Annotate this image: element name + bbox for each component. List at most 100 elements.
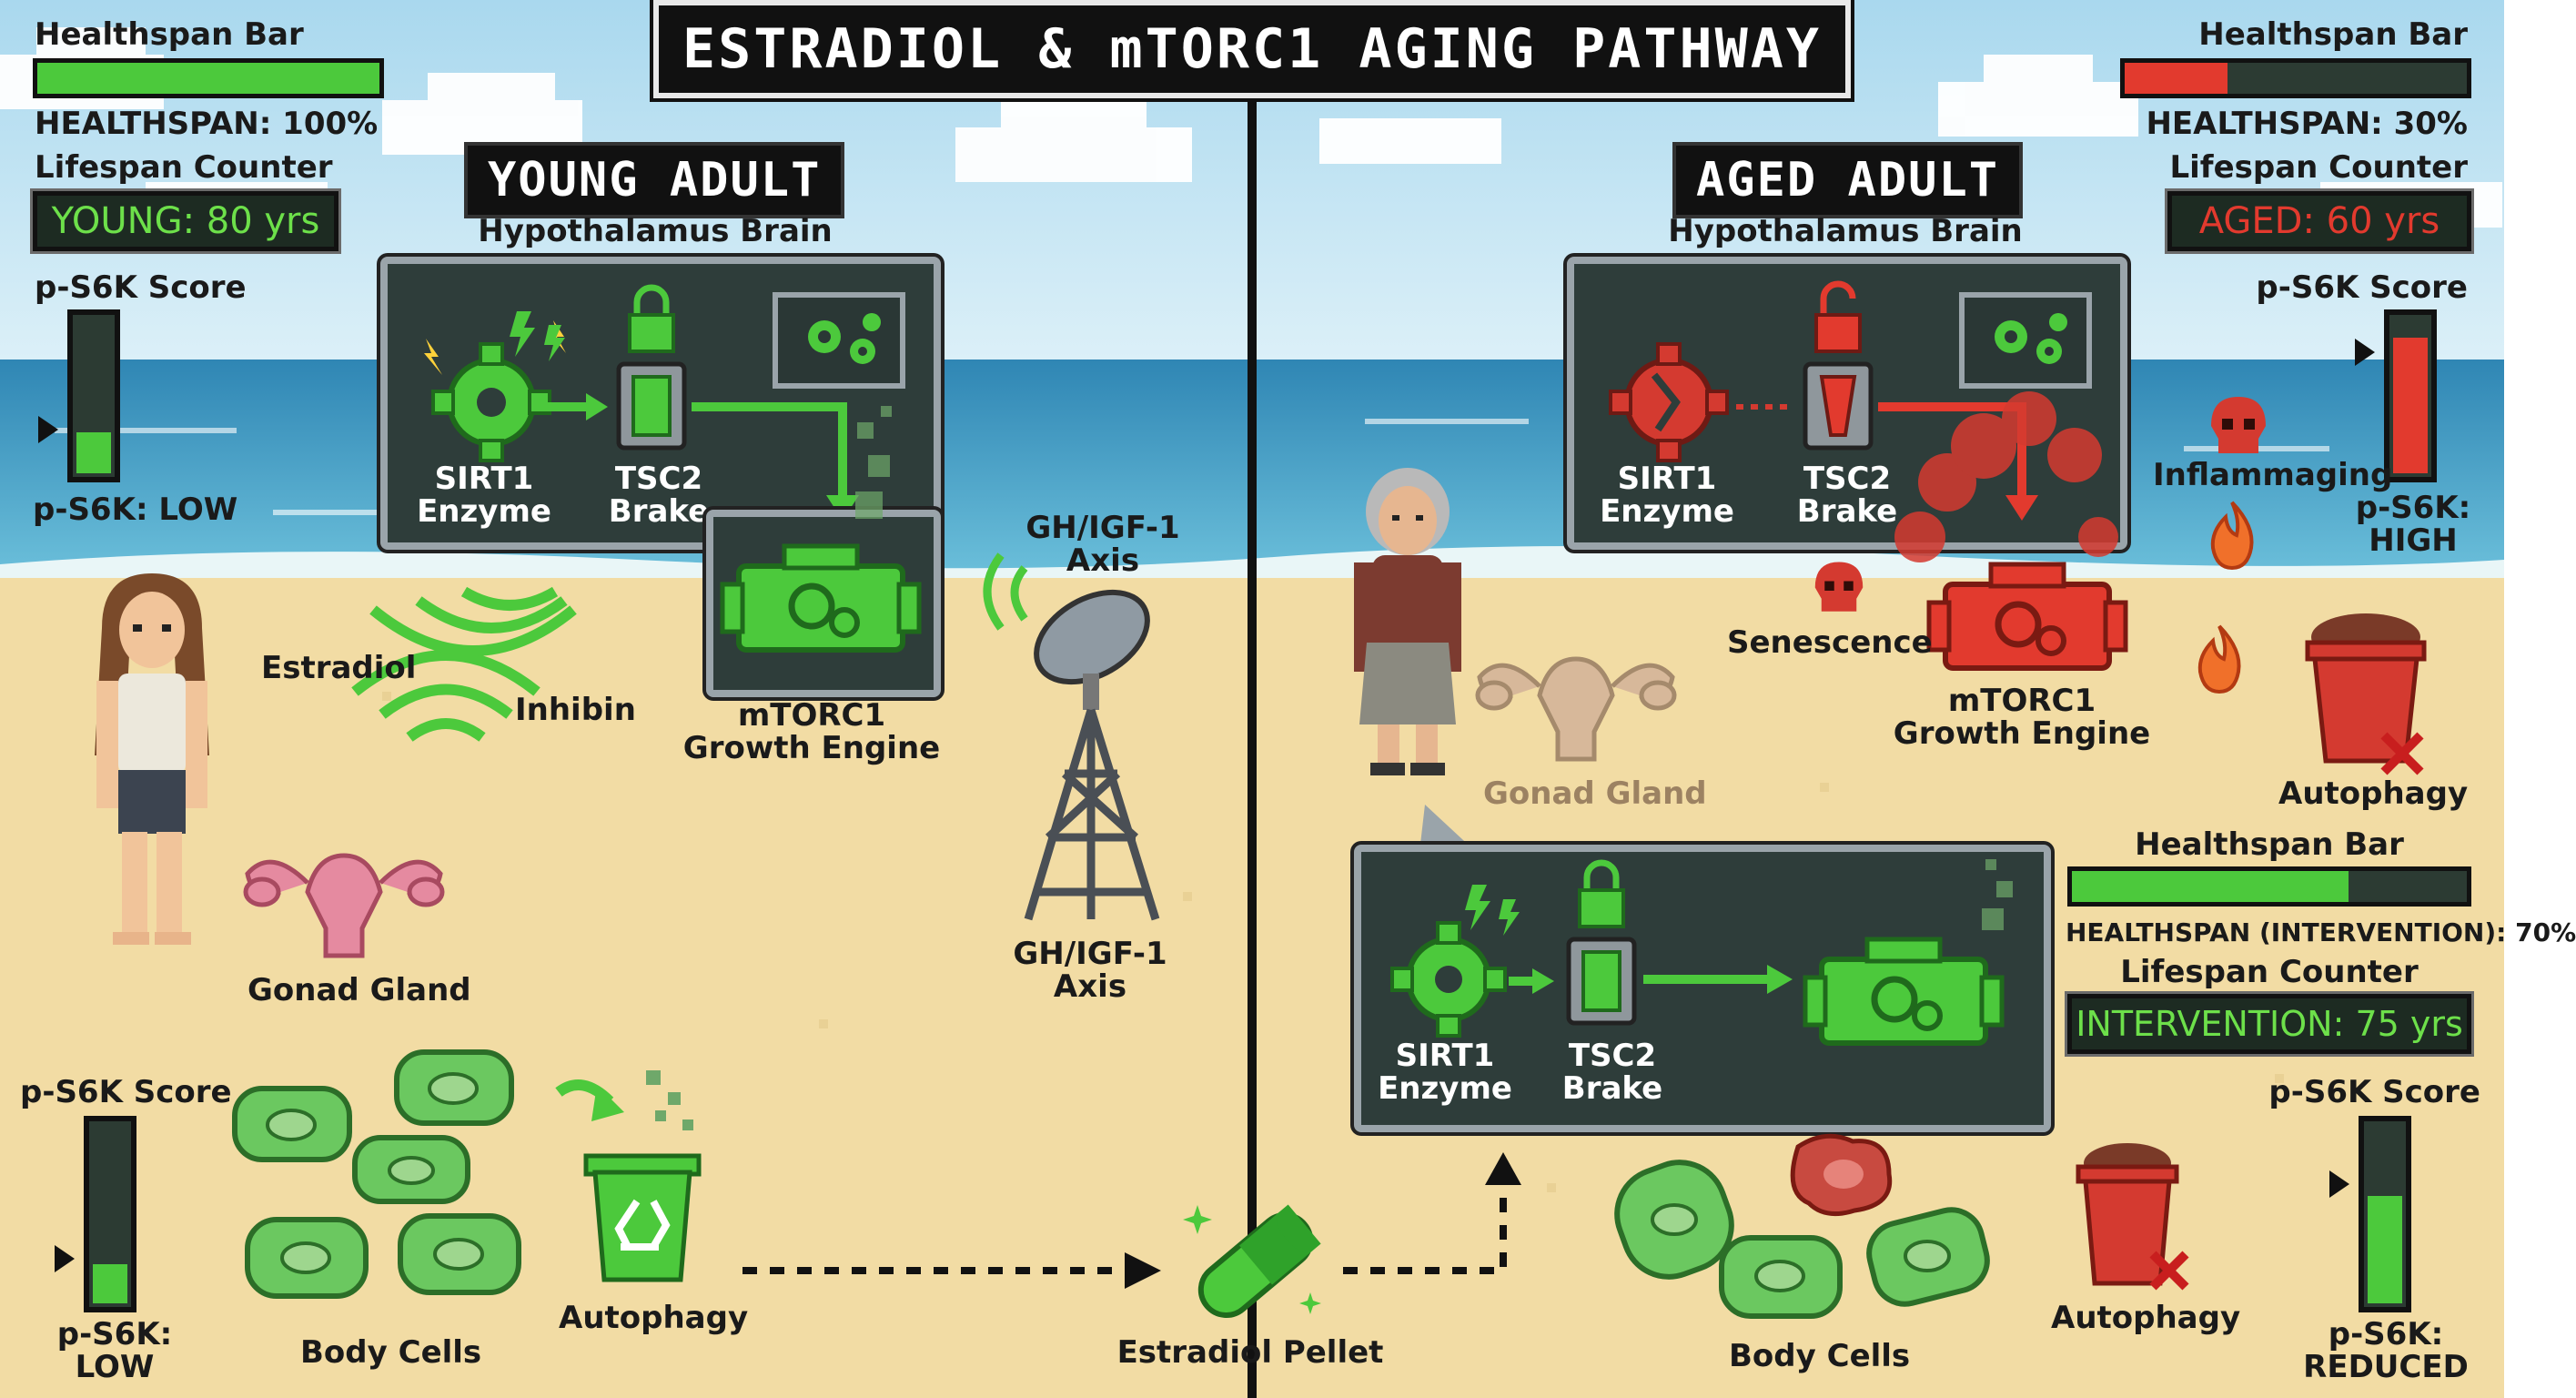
young-cells-ps6k-meter <box>84 1116 136 1312</box>
aged-autophagy-label: Autophagy <box>2278 775 2469 812</box>
intervention-lock-icon <box>1578 859 1625 928</box>
young-spark-icon <box>424 320 566 375</box>
aged-ps6k-meter <box>2384 309 2437 482</box>
young-cells-ps6k-fill <box>93 1264 127 1303</box>
young-sirt1-label: SIRT1 Enzyme <box>417 461 551 530</box>
aged-fire-icon-2 <box>2197 624 2241 694</box>
young-cells-ps6k-pointer-icon <box>55 1245 75 1272</box>
young-cells-ps6k-text: p-S6K: LOW <box>56 1316 173 1385</box>
young-healthspan-bar <box>33 58 384 98</box>
intervention-healthspan-text: HEALTHSPAN (INTERVENTION): 70% <box>2066 917 2576 947</box>
aged-mtorc1-engine-icon <box>1926 562 2128 671</box>
aged-ps6k-pointer-icon <box>2355 339 2375 366</box>
aged-tsc2-label: TSC2 Brake <box>1796 461 1898 530</box>
young-mtorc1-engine-icon <box>720 543 922 653</box>
intervention-lifespan-counter: INTERVENTION: 75 yrs <box>2065 991 2474 1057</box>
aged-inflammaging-arrow <box>2038 319 2311 428</box>
young-healthspan-text: HEALTHSPAN: 100% <box>35 106 379 142</box>
intervention-autophagy-label: Autophagy <box>2051 1300 2241 1336</box>
intervention-tsc2-label: TSC2 Brake <box>1561 1038 1663 1107</box>
aged-skull-icon <box>2211 397 2266 453</box>
intervention-pathway-diagram <box>1390 859 2013 1046</box>
young-adult-ribbon: YOUNG ADULT <box>464 142 845 218</box>
gh-axis-bottom-label: GH/IGF-1 Axis <box>1013 936 1167 1005</box>
young-pathway-diagram <box>424 284 905 521</box>
intervention-healthspan-fill <box>2072 871 2349 902</box>
young-autophagy-label: Autophagy <box>559 1300 749 1336</box>
young-lifespan-counter: YOUNG: 80 yrs <box>30 188 341 254</box>
young-healthspan-fill <box>37 63 379 94</box>
aged-fire-icon-1 <box>2210 501 2254 571</box>
aged-healthspan-fill <box>2125 63 2227 94</box>
young-mtorc1-label: mTORC1 Growth Engine <box>682 697 941 766</box>
young-body-cells-icon <box>232 1049 521 1299</box>
aged-lifespan-counter: AGED: 60 yrs <box>2165 188 2474 254</box>
young-lifespan-label: Lifespan Counter <box>35 149 333 186</box>
aged-gonad-gland-icon <box>1475 656 1677 762</box>
aged-adult-ribbon: AGED ADULT <box>1672 142 2024 218</box>
estradiol-label: Estradiol <box>261 650 417 686</box>
intervention-ps6k-label: p-S6K Score <box>2268 1074 2480 1110</box>
intervention-mtorc1-engine-icon <box>1803 937 2005 1046</box>
aged-healthspan-text: HEALTHSPAN: 30% <box>2146 106 2468 142</box>
aged-autophagy-bin-icon <box>2305 613 2427 775</box>
young-lock-icon <box>628 284 675 353</box>
intervention-bolt-icon <box>1465 885 1520 936</box>
intervention-ps6k-meter <box>2359 1116 2411 1312</box>
aged-ps6k-fill <box>2393 338 2428 473</box>
intervention-ps6k-text: p-S6K: REDUCED <box>2303 1316 2469 1385</box>
pellet-flow-arrows <box>742 1183 1507 1289</box>
young-tsc2-brake-icon <box>616 361 687 451</box>
intervention-sirt1-gear-icon <box>1390 921 1507 1038</box>
estradiol-pellet-icon <box>1183 1204 1321 1318</box>
young-sirt1-gear-icon <box>431 342 551 462</box>
young-ps6k-meter <box>67 309 120 482</box>
aged-mtorc1-label: mTORC1 Growth Engine <box>1893 683 2151 752</box>
aged-tsc2-brake-icon <box>1803 361 1874 451</box>
intervention-healthspan-bar <box>2067 866 2471 907</box>
aged-healthspan-label: Healthspan Bar <box>2198 16 2468 53</box>
intervention-sirt1-label: SIRT1 Enzyme <box>1378 1038 1512 1107</box>
young-ps6k-label: p-S6K Score <box>35 269 247 306</box>
young-bolt-icon <box>510 311 565 361</box>
senescence-label: Senescence <box>1727 624 1933 661</box>
aged-sirt1-broken-gear-icon <box>1609 342 1729 462</box>
young-estradiol-signal-icon <box>351 586 577 742</box>
young-ps6k-pointer-icon <box>38 416 58 443</box>
estradiol-pellet-label: Estradiol Pellet <box>1116 1334 1384 1371</box>
aged-gonad-label: Gonad Gland <box>1483 775 1707 812</box>
aged-lifespan-label: Lifespan Counter <box>2169 149 2468 186</box>
aged-brain-label: Hypothalamus Brain <box>1668 213 2023 249</box>
intervention-up-arrow-icon <box>1485 1152 1521 1185</box>
young-exhaust-smoke-icon <box>855 406 892 519</box>
aged-inflammation-smoke-icon <box>1894 391 2118 562</box>
gh-igf1-tower-icon <box>983 552 1160 921</box>
intervention-tsc2-brake-icon <box>1566 937 1637 1026</box>
aged-unlock-icon <box>1814 280 1862 353</box>
young-ps6k-fill <box>76 431 111 473</box>
intervention-autophagy-bin-icon <box>2076 1143 2189 1291</box>
senescence-skull-icon <box>1814 562 1864 612</box>
intervention-speech-tail <box>1419 805 1476 852</box>
aged-ps6k-label: p-S6K Score <box>2256 269 2468 306</box>
aged-body-cells-label: Body Cells <box>1729 1338 1911 1374</box>
young-gonad-gland-icon <box>243 853 445 958</box>
young-tsc2-label: TSC2 Brake <box>608 461 710 530</box>
aged-ps6k-text: p-S6K: HIGH <box>2355 490 2471 559</box>
young-cells-ps6k-label: p-S6K Score <box>20 1074 232 1110</box>
young-gears-icon <box>773 292 905 389</box>
gh-axis-top-label: GH/IGF-1 Axis <box>1025 510 1180 579</box>
aged-gears-icon <box>1959 292 2092 389</box>
intervention-lifespan-label: Lifespan Counter <box>2120 954 2419 990</box>
young-body-cells-label: Body Cells <box>300 1334 482 1371</box>
aged-pathway-diagram <box>1609 280 2092 521</box>
young-autophagy-bin-icon <box>555 1070 702 1282</box>
intervention-ps6k-pointer-icon <box>2329 1170 2349 1198</box>
young-ps6k-text: p-S6K: LOW <box>33 491 238 528</box>
young-healthspan-label: Healthspan Bar <box>35 16 304 53</box>
intervention-healthspan-label: Healthspan Bar <box>2135 826 2404 863</box>
young-gonad-label: Gonad Gland <box>247 972 471 1008</box>
aged-healthspan-bar <box>2120 58 2471 98</box>
inhibin-label: Inhibin <box>515 692 636 728</box>
